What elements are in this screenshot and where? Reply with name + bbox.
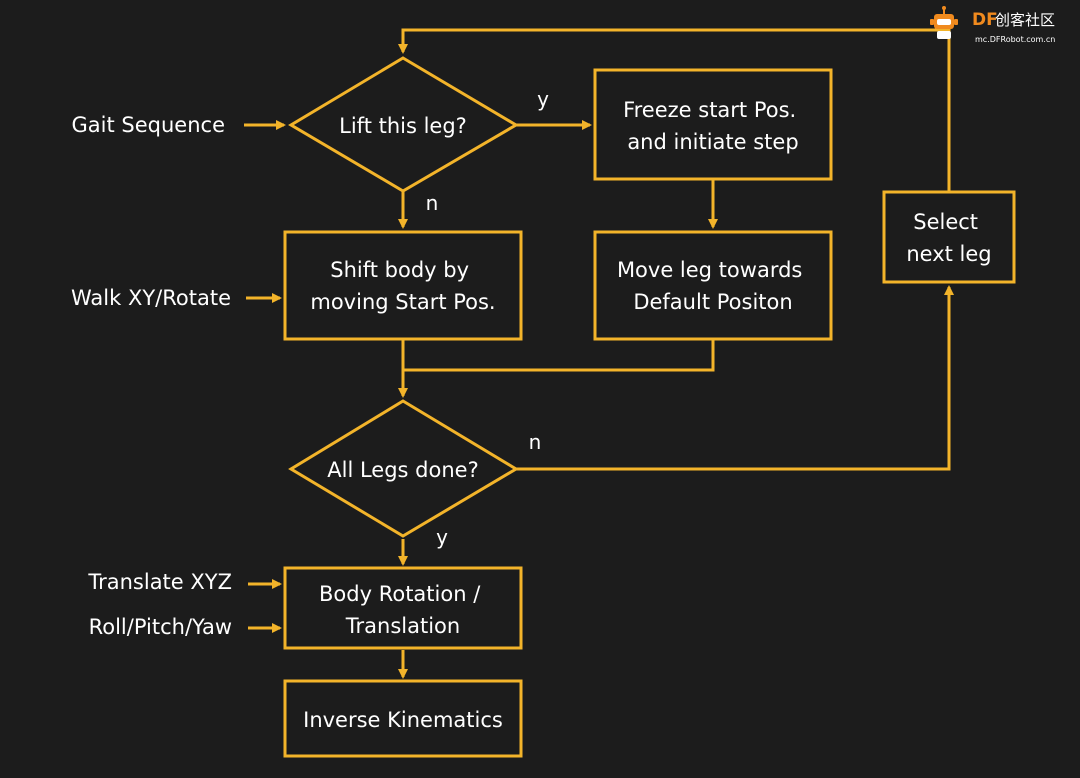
input-translate-label: Translate XYZ	[87, 570, 232, 594]
node-select-label: Select next leg	[906, 210, 991, 266]
watermark-brand: DF	[972, 10, 998, 30]
node-select-box	[882, 190, 1016, 284]
input-gait-label: Gait Sequence	[72, 113, 225, 137]
node-move-label: Move leg towards Default Positon	[617, 258, 809, 314]
watermark-name: 创客社区	[995, 11, 1055, 29]
node-done-diamond	[288, 399, 519, 538]
node-freeze-label: Freeze start Pos. and initiate step	[623, 98, 803, 154]
input-rpy-label: Roll/Pitch/Yaw	[89, 615, 232, 639]
node-ik-label: Inverse Kinematics	[303, 708, 503, 732]
node-freeze-box	[593, 68, 833, 181]
node-shift-box	[283, 230, 523, 341]
watermark: DF 创客社区 mc.DFRobot.com.cn	[930, 6, 1055, 44]
edge-label-lift-yes: y	[537, 87, 549, 111]
robot-icon	[930, 6, 958, 39]
node-done-label: All Legs done?	[327, 458, 478, 482]
node-ik-box	[283, 679, 523, 758]
node-body-box	[283, 566, 523, 650]
edge-select-to-lift	[398, 28, 951, 191]
edge-label-done-yes: y	[436, 525, 448, 549]
node-body-label: Body Rotation / Translation	[319, 582, 487, 638]
input-walk-label: Walk XY/Rotate	[71, 286, 231, 310]
edge-done-to-select	[516, 285, 954, 471]
edge-label-lift-no: n	[426, 191, 439, 215]
node-shift-label: Shift body by moving Start Pos.	[310, 258, 495, 314]
node-lift-diamond	[288, 56, 519, 193]
watermark-url: mc.DFRobot.com.cn	[975, 35, 1055, 44]
edge-label-done-no: n	[529, 430, 542, 454]
edge-move-to-merge	[403, 340, 715, 372]
node-lift-label: Lift this leg?	[339, 114, 467, 138]
node-move-box	[593, 230, 833, 341]
